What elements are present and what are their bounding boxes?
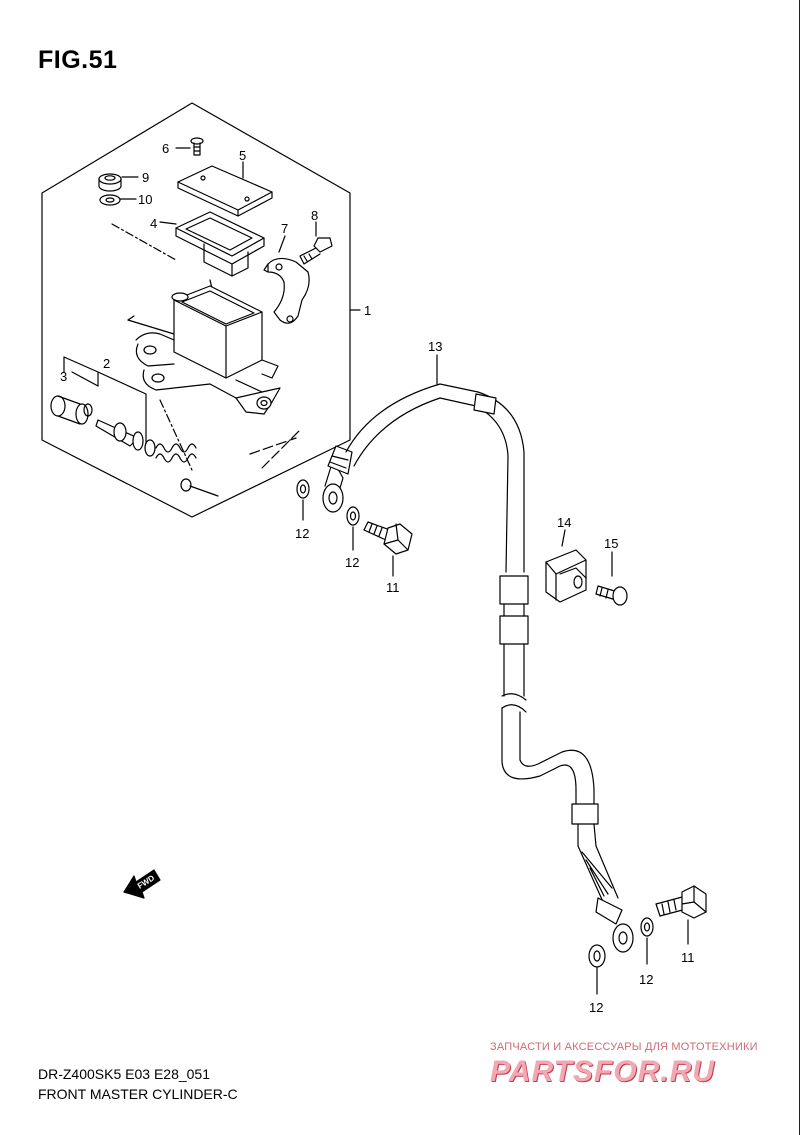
diagram-name: FRONT MASTER CYLINDER-C [38, 1086, 238, 1102]
part-washer-10 [99, 194, 137, 206]
callout-15: 15 [604, 536, 618, 551]
part-bushing-9 [98, 173, 139, 192]
part-hose-guide-14 [545, 529, 587, 603]
part-banjo-bolt-11-b [655, 885, 707, 945]
callout-6: 6 [162, 141, 169, 156]
part-diaphragm-4 [159, 211, 265, 277]
watermark-logo: PARTSFOR.RU [490, 1055, 715, 1088]
part-boot-3 [50, 395, 93, 425]
callout-11-bottom: 11 [681, 950, 695, 965]
callout-3: 3 [60, 369, 67, 384]
callout-8: 8 [311, 208, 318, 223]
part-bolt-8 [299, 221, 333, 265]
callout-9: 9 [142, 170, 149, 185]
part-piston-kit-2 [63, 356, 219, 497]
callout-11-top: 11 [386, 580, 400, 595]
callout-2: 2 [103, 356, 110, 371]
callout-4: 4 [150, 216, 157, 231]
assembly-boundary [41, 102, 351, 518]
part-screw-6 [175, 137, 204, 156]
callout-5: 5 [239, 148, 246, 163]
part-brake-hose-13 [322, 354, 634, 953]
part-banjo-bolt-11-a [363, 521, 413, 577]
part-washer-12-c [640, 917, 654, 965]
part-washer-12-d [588, 944, 606, 995]
callout-12-b: 12 [345, 555, 359, 570]
figure-title: FIG.51 [38, 46, 118, 74]
watermark-tagline: ЗАПЧАСТИ И АКСЕССУАРЫ ДЛЯ МОТОТЕХНИКИ [490, 1041, 758, 1053]
callout-1: 1 [364, 303, 371, 318]
callout-14: 14 [557, 515, 571, 530]
callout-13: 13 [428, 339, 442, 354]
callout-7: 7 [281, 221, 288, 236]
callout-10: 10 [138, 192, 152, 207]
part-cap-5 [177, 161, 273, 217]
part-washer-12-b [346, 506, 360, 551]
part-washer-12-a [296, 479, 310, 521]
callout-12-a: 12 [295, 526, 309, 541]
callout-12-c: 12 [639, 972, 653, 987]
part-clamp-7 [263, 235, 310, 324]
part-screw-15 [595, 551, 628, 606]
model-code: DR-Z400SK5 E03 E28_051 [38, 1066, 210, 1082]
fwd-arrow-icon [123, 869, 161, 899]
part-master-cylinder-body-1 [127, 285, 281, 415]
callout-12-d: 12 [589, 1000, 603, 1015]
